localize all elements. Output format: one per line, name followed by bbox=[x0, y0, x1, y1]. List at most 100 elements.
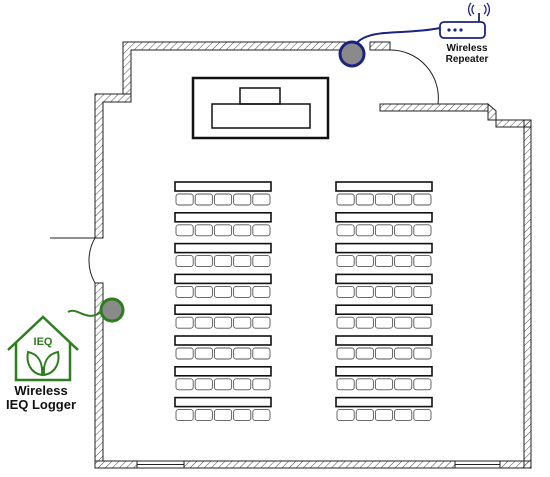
logger-label-line1: Wireless bbox=[14, 383, 68, 398]
student-chair bbox=[394, 255, 413, 268]
student-chair bbox=[252, 193, 271, 206]
student-chair bbox=[175, 193, 194, 206]
student-chair bbox=[252, 409, 271, 422]
student-desk bbox=[174, 181, 272, 192]
student-chair bbox=[194, 285, 213, 298]
student-chair bbox=[413, 347, 432, 360]
student-desk bbox=[174, 396, 272, 408]
student-chair bbox=[175, 224, 194, 237]
student-chair bbox=[213, 285, 233, 298]
student-chair bbox=[413, 255, 432, 268]
student-chair bbox=[175, 347, 194, 360]
student-desk bbox=[335, 365, 433, 377]
student-chair bbox=[336, 409, 355, 422]
student-chair bbox=[213, 378, 233, 391]
student-chair bbox=[374, 316, 394, 329]
student-chair bbox=[233, 409, 252, 422]
student-chair bbox=[374, 378, 394, 391]
repeater-sensor-node[interactable] bbox=[338, 40, 366, 68]
student-chair bbox=[394, 378, 413, 391]
student-chair bbox=[413, 316, 432, 329]
student-desk bbox=[335, 335, 433, 346]
student-desk bbox=[335, 304, 433, 316]
student-chair bbox=[175, 285, 194, 298]
student-chair bbox=[252, 255, 271, 268]
student-chair bbox=[175, 409, 194, 422]
student-chair bbox=[175, 255, 194, 268]
teacher-chair bbox=[239, 87, 281, 105]
wall-right-step bbox=[379, 103, 489, 112]
student-desk bbox=[174, 273, 272, 285]
student-chair bbox=[374, 193, 394, 206]
student-chair bbox=[213, 193, 233, 206]
wall-right bbox=[523, 119, 532, 469]
student-chair bbox=[233, 378, 252, 391]
student-desk bbox=[174, 365, 272, 377]
wall-top-right bbox=[369, 41, 391, 51]
student-desk bbox=[174, 242, 272, 254]
wall-bottom-mid bbox=[183, 460, 456, 469]
student-seating bbox=[174, 181, 433, 422]
windows bbox=[136, 460, 501, 469]
student-chair bbox=[336, 193, 355, 206]
door-top-right-swing bbox=[389, 49, 439, 105]
student-chair bbox=[355, 409, 374, 422]
student-desk bbox=[335, 396, 433, 408]
teacher-desk bbox=[211, 103, 311, 129]
room-walls bbox=[94, 41, 532, 469]
student-chair bbox=[336, 224, 355, 237]
student-chair bbox=[355, 347, 374, 360]
student-desk bbox=[174, 335, 272, 346]
student-chair bbox=[233, 255, 252, 268]
student-desk bbox=[335, 181, 433, 192]
student-chair bbox=[194, 193, 213, 206]
logger-sensor-node[interactable] bbox=[99, 297, 125, 323]
student-chair bbox=[374, 255, 394, 268]
student-chair bbox=[336, 285, 355, 298]
repeater-label-line1: Wireless bbox=[446, 43, 488, 54]
student-chair bbox=[233, 193, 252, 206]
student-chair bbox=[413, 193, 432, 206]
wall-top-left bbox=[122, 41, 346, 95]
student-chair bbox=[355, 255, 374, 268]
wall-left-upper bbox=[94, 93, 132, 239]
student-chair bbox=[413, 378, 432, 391]
student-desk bbox=[174, 304, 272, 316]
logger-cable bbox=[67, 309, 104, 317]
student-chair bbox=[213, 316, 233, 329]
student-chair bbox=[336, 378, 355, 391]
student-chair bbox=[233, 347, 252, 360]
student-chair bbox=[252, 224, 271, 237]
student-desk bbox=[335, 242, 433, 254]
student-chair bbox=[213, 255, 233, 268]
student-chair bbox=[194, 224, 213, 237]
router-icon bbox=[439, 2, 491, 39]
student-desk bbox=[174, 212, 272, 223]
repeater-cable bbox=[351, 27, 441, 51]
student-chair bbox=[213, 224, 233, 237]
student-chair bbox=[252, 285, 271, 298]
student-chair bbox=[252, 347, 271, 360]
student-chair bbox=[213, 409, 233, 422]
student-desk bbox=[335, 212, 433, 223]
student-chair bbox=[336, 316, 355, 329]
student-chair bbox=[252, 378, 271, 391]
student-chair bbox=[374, 409, 394, 422]
student-chair bbox=[175, 378, 194, 391]
student-chair bbox=[374, 224, 394, 237]
repeater-label: Wireless Repeater bbox=[432, 43, 502, 65]
wall-bottom-left bbox=[94, 460, 138, 469]
ieq-house-icon bbox=[7, 315, 79, 382]
student-chair bbox=[355, 193, 374, 206]
student-chair bbox=[233, 285, 252, 298]
wall-bottom-right bbox=[499, 460, 532, 469]
student-chair bbox=[394, 193, 413, 206]
student-chair bbox=[394, 285, 413, 298]
student-chair bbox=[194, 255, 213, 268]
student-desk bbox=[335, 273, 433, 285]
logger-label: Wireless IEQ Logger bbox=[2, 384, 80, 411]
student-chair bbox=[394, 409, 413, 422]
student-chair bbox=[194, 378, 213, 391]
student-chair bbox=[194, 409, 213, 422]
